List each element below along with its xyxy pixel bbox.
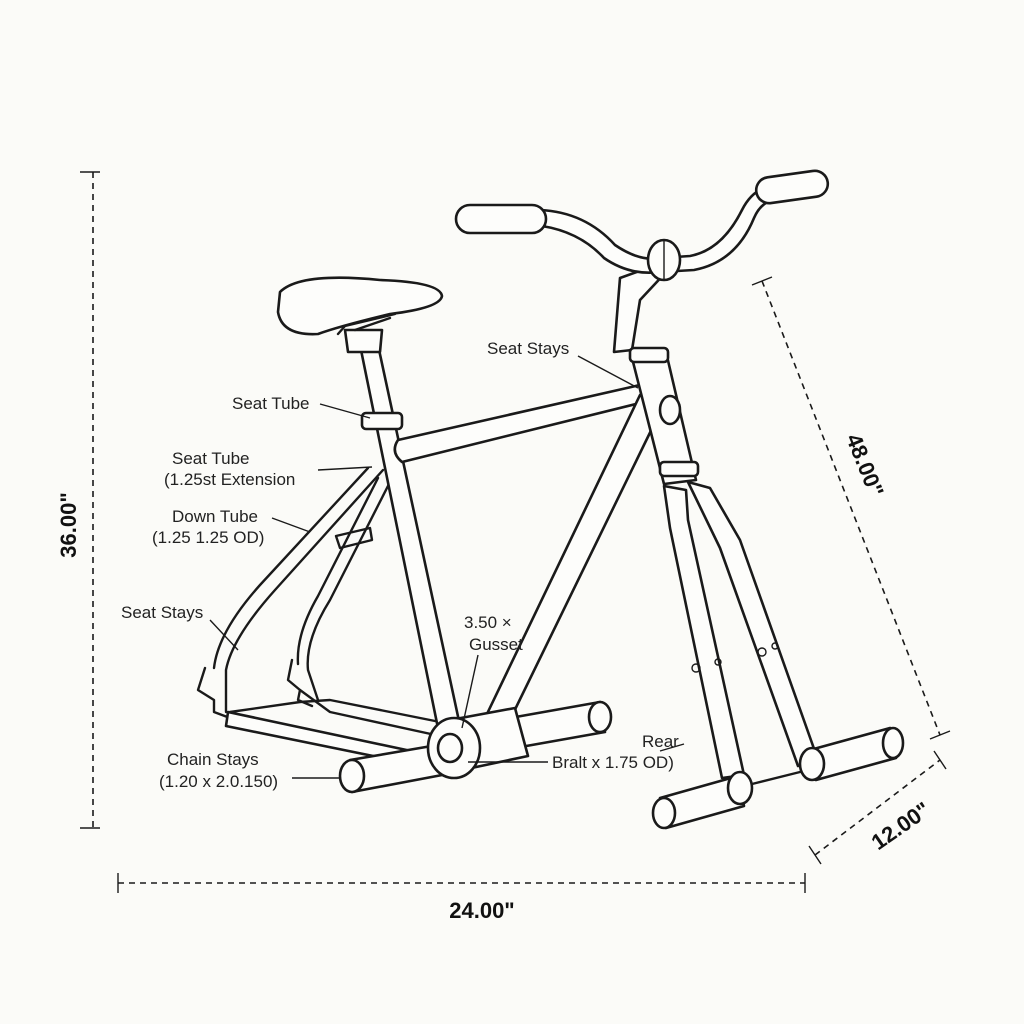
fork-bolt-1 [691, 663, 701, 673]
head-tube-badge [658, 394, 682, 426]
leader-seat-tube-ext [317, 466, 373, 471]
front-axle-link [750, 770, 802, 786]
leader-gusset [461, 654, 479, 729]
label-chain-stays-1: Chain Stays [167, 750, 259, 769]
label-rear: Rear [642, 732, 679, 751]
label-seat-tube: Seat Tube [232, 394, 310, 413]
left-crank-end [338, 758, 366, 794]
leader-rear [659, 743, 685, 752]
front-axle-left-end [651, 796, 677, 830]
dimension-diagonal [751, 276, 951, 740]
dimension-depth-label: 12.00" [867, 797, 935, 855]
leader-seat-stays-top [577, 355, 639, 389]
leader-down-tube [271, 517, 311, 533]
dimension-height-label: 36.00" [56, 492, 81, 557]
label-seat-stays-top: Seat Stays [487, 339, 569, 358]
seat-post [343, 328, 384, 354]
rear-seat-stay-second-inner [296, 476, 380, 666]
seat-clamp [360, 411, 404, 431]
right-grip [754, 169, 830, 205]
seat-tube [358, 343, 464, 740]
label-bracket: Bralt x 1.75 OD) [552, 753, 674, 772]
left-dropout [196, 666, 232, 720]
fork-bolt-2 [714, 658, 722, 666]
label-seat-tube-ext-2: (1.25st Extension [164, 470, 295, 489]
saddle [276, 276, 444, 336]
rear-seat-stay-outer [224, 468, 385, 714]
down-tube [484, 393, 664, 730]
stay-tab [334, 526, 374, 550]
dimension-height [80, 171, 100, 829]
top-tube [393, 383, 646, 464]
label-seat-stays-left: Seat Stays [121, 603, 203, 622]
dimension-depth [808, 750, 947, 865]
front-axle-right-collar [798, 746, 826, 782]
label-gusset-2: Gusset [469, 635, 523, 654]
front-axle-left-collar [726, 770, 754, 806]
chain-stay-upper2 [298, 688, 442, 738]
rear-seat-stay-inner [212, 466, 370, 670]
front-axle-right-end [881, 726, 905, 760]
label-seat-tube-ext-1: Seat Tube [172, 449, 250, 468]
dimension-width-label: 24.00" [449, 898, 514, 923]
right-crank-end [587, 700, 613, 734]
leader-seat-tube [319, 403, 371, 419]
label-down-tube-2: (1.25 1.25 OD) [152, 528, 264, 547]
fork-bolt-4 [771, 642, 779, 650]
fork-bolt-3 [757, 647, 767, 657]
leader-seat-stays-left [209, 619, 239, 651]
label-gusset-1: 3.50 × [464, 613, 512, 632]
dimension-diagonal-label: 48.00" [841, 430, 889, 500]
label-down-tube-1: Down Tube [172, 507, 258, 526]
head-tube-ring-top [628, 346, 670, 364]
rear-seat-stay-second [306, 480, 392, 702]
head-tube-ring-bottom [658, 460, 700, 478]
dimension-width [117, 873, 806, 893]
left-grip [454, 203, 548, 235]
bottom-bracket-hub [436, 732, 464, 764]
label-chain-stays-2: (1.20 x 2.0.150) [159, 772, 278, 791]
saddle-rails [336, 312, 397, 336]
